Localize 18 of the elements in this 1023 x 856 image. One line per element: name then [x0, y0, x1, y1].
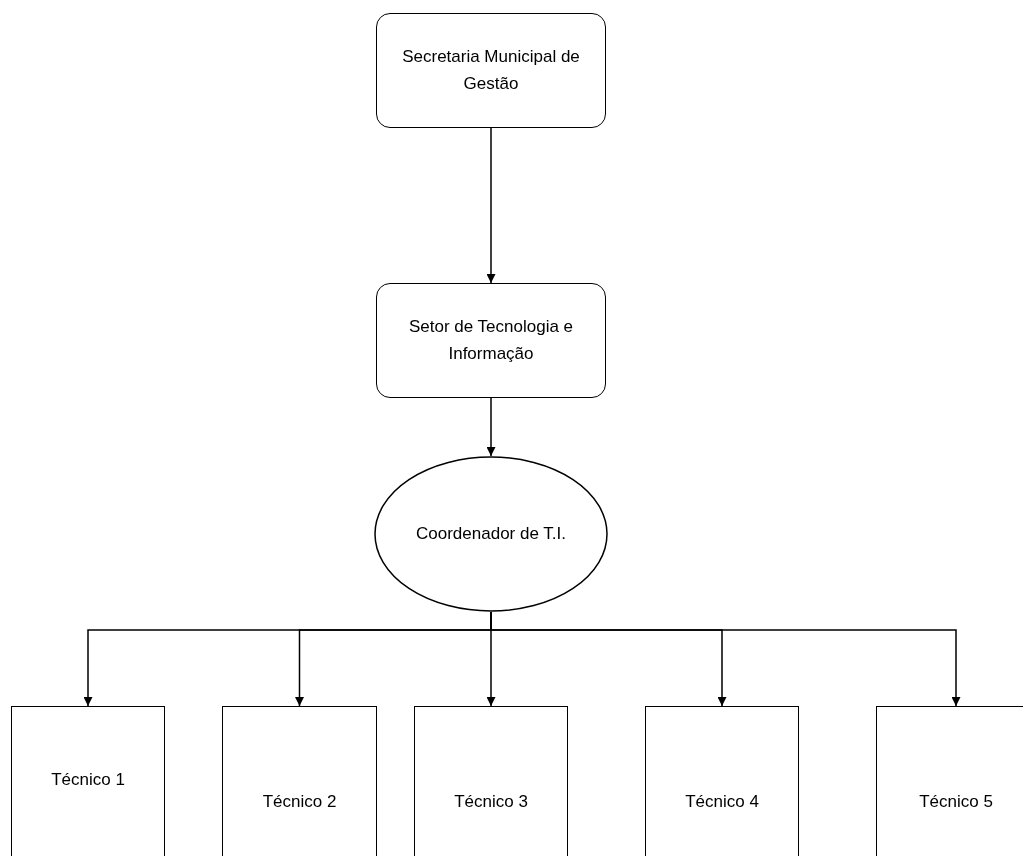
- role-label: Coordenador de T.I.: [416, 522, 566, 545]
- role-label: Secretaria Municipal de Gestão: [401, 46, 581, 95]
- role-box: [222, 706, 377, 856]
- role-label: Técnico 1: [51, 769, 125, 791]
- role-box: [11, 706, 165, 856]
- role-label: Setor de Tecnologia e Informação: [407, 316, 575, 365]
- role-box: [414, 706, 568, 856]
- role-label: Técnico 4: [685, 791, 759, 813]
- role-box: [876, 706, 1023, 856]
- arrow: [486, 127, 496, 284]
- role-label: Técnico 2: [262, 791, 337, 813]
- role-ellipse: [374, 456, 608, 612]
- role-label: Técnico 3: [454, 791, 528, 813]
- role-box: [376, 13, 606, 128]
- role-box: [645, 706, 799, 856]
- role-box: [376, 283, 606, 398]
- arrow: [486, 397, 496, 457]
- role-label: Técnico 5: [919, 791, 993, 813]
